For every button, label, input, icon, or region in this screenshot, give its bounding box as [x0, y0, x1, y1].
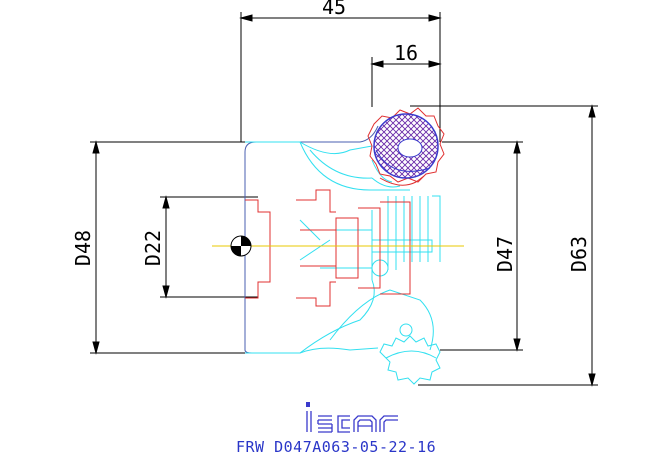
- bottom-insert: [379, 335, 441, 385]
- bore-outline-red: [245, 175, 425, 307]
- dim-16-label: 16: [394, 41, 418, 65]
- dim-d47-label: D47: [493, 236, 517, 272]
- dim-45-label: 45: [322, 0, 346, 19]
- dim-d63-label: D63: [567, 236, 591, 272]
- iscar-logo: [306, 402, 398, 433]
- dim-d48-label: D48: [71, 230, 95, 266]
- round-insert: [367, 107, 445, 183]
- dimension-lines: [90, 12, 598, 387]
- dim-d22-label: D22: [141, 230, 165, 266]
- part-number-caption: FRW D047A063-05-22-16: [236, 438, 437, 456]
- center-mark-icon: [230, 235, 252, 257]
